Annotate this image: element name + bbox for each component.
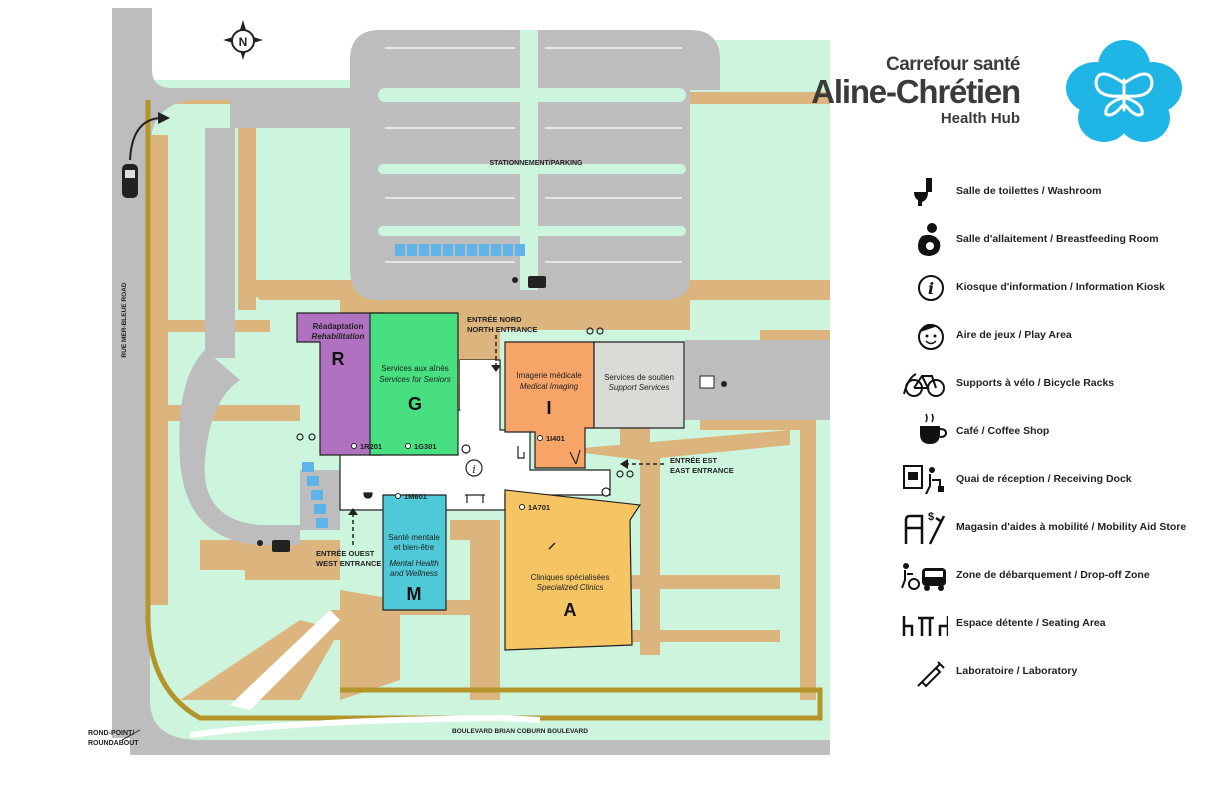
svg-text:i: i [928, 279, 934, 298]
legend-item-coffee: Café / Coffee Shop [898, 412, 1208, 452]
legend-item-breastfeeding: Salle d'allaitement / Breastfeeding Room [898, 220, 1208, 260]
wing-a-letter: A [564, 600, 577, 620]
wing-g-fr: Services aux aînés [381, 364, 449, 373]
wing-a-en: Specialized Clinics [537, 583, 604, 592]
parking-islands [302, 30, 686, 528]
coffee-icon [920, 413, 948, 444]
legend-label: Café / Coffee Shop [956, 425, 1050, 437]
entrance-west-en: WEST ENTRANCE [316, 559, 381, 568]
brand-line-2: Aline-Chrétien [811, 73, 1021, 110]
walking-trail [145, 100, 823, 721]
breastfeeding-icon [918, 223, 941, 256]
street-west: RUE MER-BLEUE ROAD [121, 282, 128, 357]
legend-label: Quai de réception / Receiving Dock [956, 473, 1132, 485]
building-g [369, 312, 459, 456]
room-1a701: 1A701 [528, 503, 550, 512]
mobility-store-icon: $ [904, 511, 946, 545]
wing-m-fr1: Santé mentale [388, 533, 440, 542]
wing-i-en: Medical Imaging [520, 382, 579, 391]
wing-g-en: Services for Seniors [379, 375, 451, 384]
entrance-west-fr: ENTRÉE OUEST [316, 549, 375, 558]
roundabout-1: ROND-POINT/ [88, 730, 134, 737]
wing-m-letter: M [407, 584, 422, 604]
svg-text:$: $ [928, 511, 934, 523]
brand-line-3: Health Hub [940, 110, 1020, 127]
legend-item-mobility-store: $ Magasin d'aides à mobilité / Mobility … [898, 508, 1208, 548]
legend-label: Zone de débarquement / Drop-off Zone [956, 569, 1150, 581]
legend-label: Aire de jeux / Play Area [956, 329, 1072, 341]
play-area-icon [918, 324, 944, 350]
brand-line-1: Carrefour santé [886, 54, 1021, 75]
legend-label: Laboratoire / Laboratory [956, 665, 1078, 677]
wing-s-en: Support Services [609, 383, 670, 392]
wing-s-fr: Services de soutien [604, 373, 674, 382]
laboratory-icon [917, 661, 945, 688]
building-m [382, 494, 447, 611]
seating-icon [902, 616, 948, 636]
brand-logo: Carrefour santé Aline-Chrétien Health Hu… [811, 38, 1188, 148]
butterfly-logo-icon [1066, 40, 1182, 142]
wing-r-en: Rehabilitation [312, 332, 365, 341]
wing-a-fr: Cliniques spécialisées [531, 573, 610, 582]
legend-label: Kiosque d'information / Information Kios… [956, 281, 1166, 293]
building-s [593, 341, 685, 429]
legend-item-laboratory: Laboratoire / Laboratory [898, 652, 1208, 692]
wing-g-letter: G [408, 394, 422, 414]
building-a [504, 489, 642, 651]
legend-label: Supports à vélo / Bicycle Racks [956, 377, 1115, 389]
room-1i401: 1I401 [546, 434, 565, 443]
wing-i-letter: I [546, 398, 551, 418]
room-1g301: 1G301 [414, 442, 437, 451]
wing-m-fr2: et bien-être [394, 543, 435, 552]
street-south: BOULEVARD BRIAN COBURN BOULEVARD [452, 728, 588, 735]
legend-item-seating: Espace détente / Seating Area [898, 604, 1208, 644]
roundabout-2: ROUNDABOUT [88, 740, 139, 747]
legend-item-receiving-dock: Quai de réception / Receiving Dock [898, 460, 1208, 500]
svg-text:i: i [472, 463, 476, 476]
bicycle-icon [903, 373, 945, 397]
entrance-arrows [348, 335, 664, 545]
room-1m601: 1M601 [404, 492, 427, 501]
legend-label: Magasin d'aides à mobilité / Mobility Ai… [956, 521, 1187, 533]
entrance-east-fr: ENTRÉE EST [670, 456, 718, 465]
legend-label: Espace détente / Seating Area [956, 617, 1106, 629]
legend-label: Salle de toilettes / Washroom [956, 185, 1102, 197]
entrance-north-fr: ENTRÉE NORD [467, 315, 522, 324]
room-1r201: 1R201 [360, 442, 382, 451]
entrance-north-en: NORTH ENTRANCE [467, 325, 537, 334]
wing-r-letter: R [332, 349, 345, 369]
toilet-icon [914, 178, 932, 206]
drop-off-icon [901, 563, 946, 591]
slip-lane [189, 714, 541, 738]
wing-r-fr: Réadaptation [313, 322, 364, 331]
island [230, 610, 340, 710]
drop-off-icons [257, 276, 727, 552]
receiving-dock-icon [903, 465, 944, 495]
car-icon [122, 112, 170, 198]
legend-item-info: i Kiosque d'information / Information Ki… [898, 268, 1208, 308]
legend-item-bicycle: Supports à vélo / Bicycle Racks [898, 364, 1208, 404]
wing-i-fr: Imagerie médicale [516, 371, 582, 380]
legend-label: Salle d'allaitement / Breastfeeding Room [956, 233, 1159, 245]
legend-item-play-area: Aire de jeux / Play Area [898, 316, 1208, 356]
wing-m-en2: and Wellness [390, 569, 438, 578]
parking-label: STATIONNEMENT/PARKING [490, 160, 583, 167]
info-icon: i [918, 275, 944, 301]
legend-item-drop-off: Zone de débarquement / Drop-off Zone [898, 556, 1208, 596]
compass: N [223, 20, 263, 60]
wing-m-en1: Mental Health [389, 559, 439, 568]
atrium-icons: i [296, 327, 634, 550]
legend-item-washroom: Salle de toilettes / Washroom [898, 172, 1208, 212]
compass-letter: N [239, 35, 248, 49]
entrance-east-en: EAST ENTRANCE [670, 466, 734, 475]
